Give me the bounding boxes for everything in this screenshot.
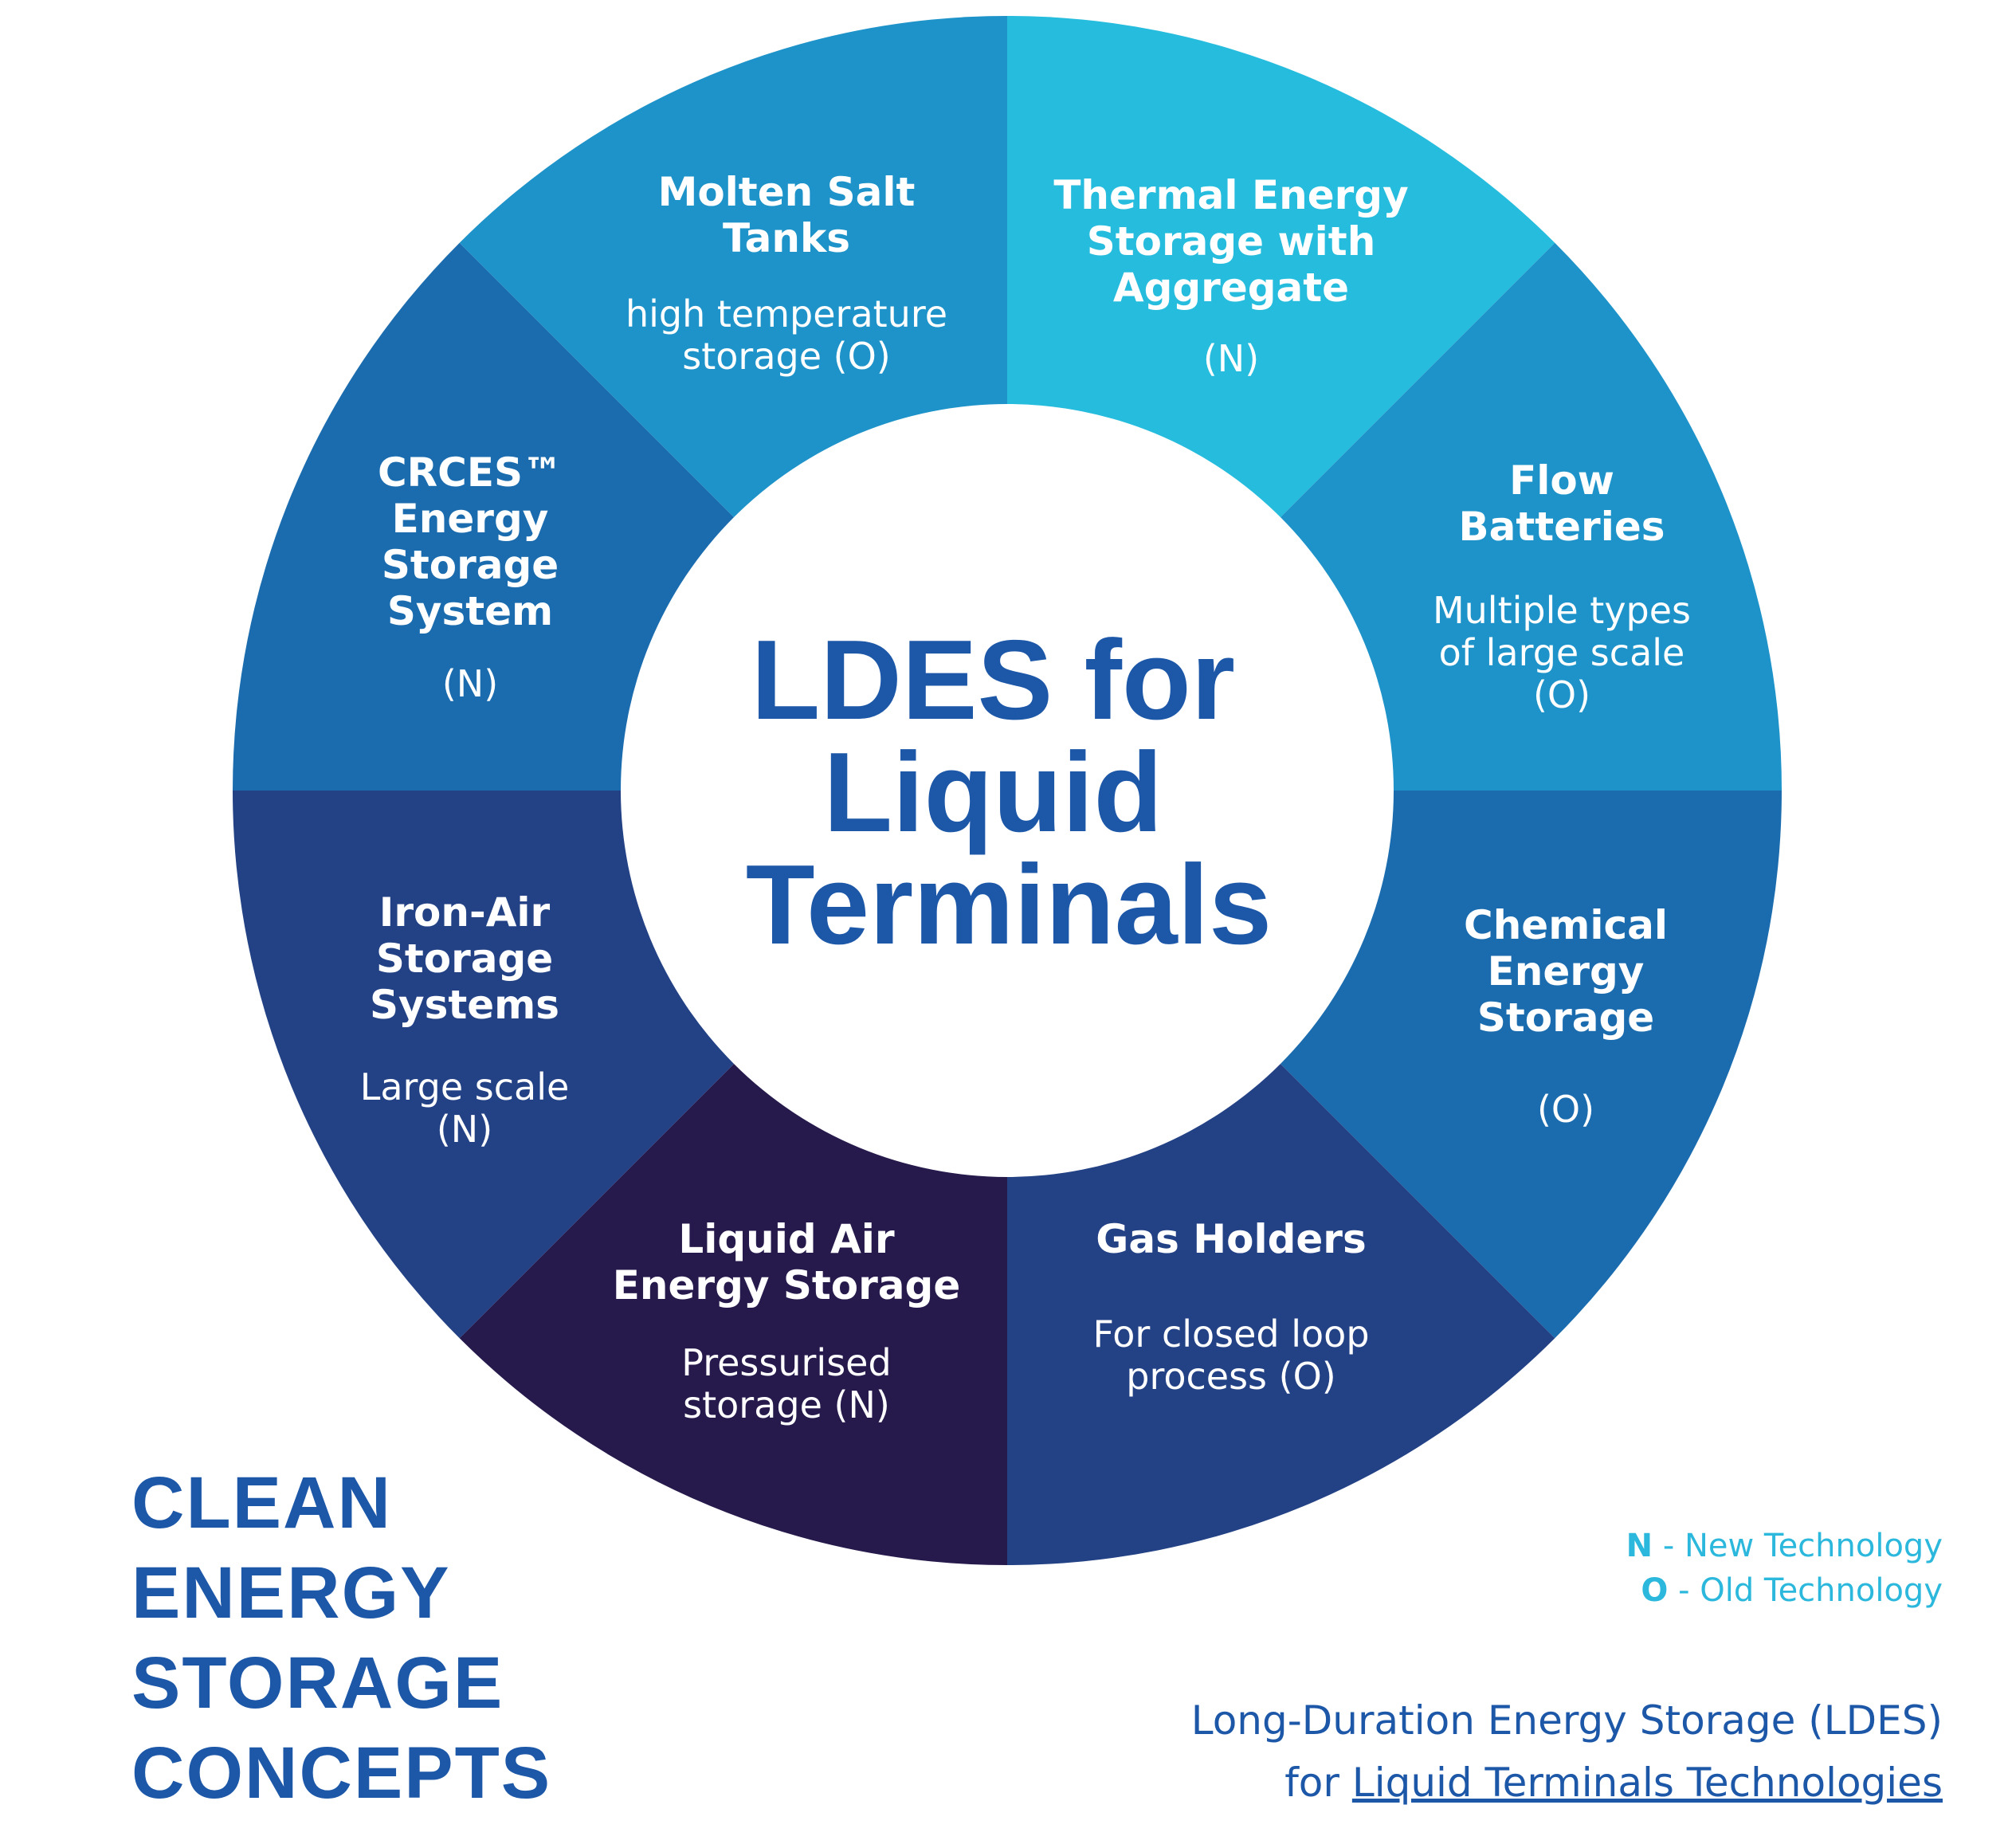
segment-sub-line: Multiple types xyxy=(1433,589,1691,632)
segment-title-line: Gas Holders xyxy=(1096,1216,1366,1262)
legend: N - New Technology O - Old Technology xyxy=(1626,1524,1943,1613)
main-title-line: CONCEPTS xyxy=(131,1732,552,1814)
segment-title-line: Molten Salt xyxy=(658,169,916,215)
segment-sub-line: Pressurised xyxy=(681,1341,891,1384)
segment-sub-line: high temperature xyxy=(626,292,947,335)
center-title: LDES for Liquid Terminals xyxy=(746,617,1272,968)
legend-new-text: - New Technology xyxy=(1653,1528,1943,1564)
legend-new-key: N xyxy=(1626,1528,1653,1564)
segment-sub-line: Large scale xyxy=(360,1065,570,1108)
subtitle: Long-Duration Energy Storage (LDES) for … xyxy=(1191,1689,1943,1814)
subtitle-line-1: Long-Duration Energy Storage (LDES) xyxy=(1190,1697,1943,1744)
segment-title-line: Chemical xyxy=(1464,902,1668,948)
segment-title-line: Tanks xyxy=(723,215,850,261)
segment-sub-line: (O) xyxy=(1533,673,1590,716)
legend-new: N - New Technology xyxy=(1626,1524,1943,1568)
center-title-line: Liquid xyxy=(823,729,1163,856)
segment-sub-line: (N) xyxy=(442,662,498,705)
segment-title-line: Storage with xyxy=(1087,218,1376,265)
segment-title-line: System xyxy=(387,588,553,634)
technologies-link[interactable]: Liquid Terminals Technologies xyxy=(1351,1760,1943,1806)
segment-title-line: Energy xyxy=(1488,948,1645,995)
center-title-line: Terminals xyxy=(746,842,1272,968)
segment-sub-line: For closed loop xyxy=(1092,1312,1369,1356)
segment-title-line: Aggregate xyxy=(1113,265,1349,311)
segment-title-line: Flow xyxy=(1509,457,1614,504)
center-circle xyxy=(621,404,1394,1177)
segment-sub-line: storage (O) xyxy=(682,335,890,378)
main-title-line: ENERGY xyxy=(131,1552,451,1634)
segment-sub-line: process (O) xyxy=(1126,1355,1336,1398)
segment-sub-line: (N) xyxy=(1203,337,1259,380)
segment-title-line: Storage xyxy=(1477,995,1654,1041)
legend-old-text: - Old Technology xyxy=(1668,1572,1943,1609)
segment-title-line: Storage xyxy=(382,542,559,588)
segment-title-line: CRCES™ xyxy=(378,449,563,496)
main-title-line: CLEAN xyxy=(131,1462,392,1544)
main-title: CLEAN ENERGY STORAGE CONCEPTS xyxy=(131,1458,551,1819)
segment-sub-line: (N) xyxy=(437,1108,492,1151)
segment-title-line: Energy Storage xyxy=(613,1262,960,1309)
segment-title-line: Systems xyxy=(370,982,559,1028)
center-title-line: LDES for xyxy=(751,617,1235,744)
subtitle-line-2: for Liquid Terminals Technologies xyxy=(1191,1752,1943,1814)
segment-title-line: Iron-Air xyxy=(379,889,551,936)
legend-old: O - Old Technology xyxy=(1626,1568,1943,1613)
segment-sub-line: storage (N) xyxy=(683,1383,890,1426)
segment-title-line: Storage xyxy=(376,936,553,982)
legend-old-key: O xyxy=(1641,1572,1669,1609)
segment-title-line: Batteries xyxy=(1458,504,1665,550)
main-title-line: STORAGE xyxy=(131,1642,504,1724)
segment-title-line: Thermal Energy xyxy=(1053,172,1408,218)
segment-title-line: Energy xyxy=(392,496,549,542)
segment-sub-line: of large scale xyxy=(1439,631,1685,674)
subtitle-prefix: for xyxy=(1284,1760,1352,1806)
segment-sub-line: (O) xyxy=(1537,1088,1594,1131)
segment-title-line: Liquid Air xyxy=(678,1216,895,1262)
